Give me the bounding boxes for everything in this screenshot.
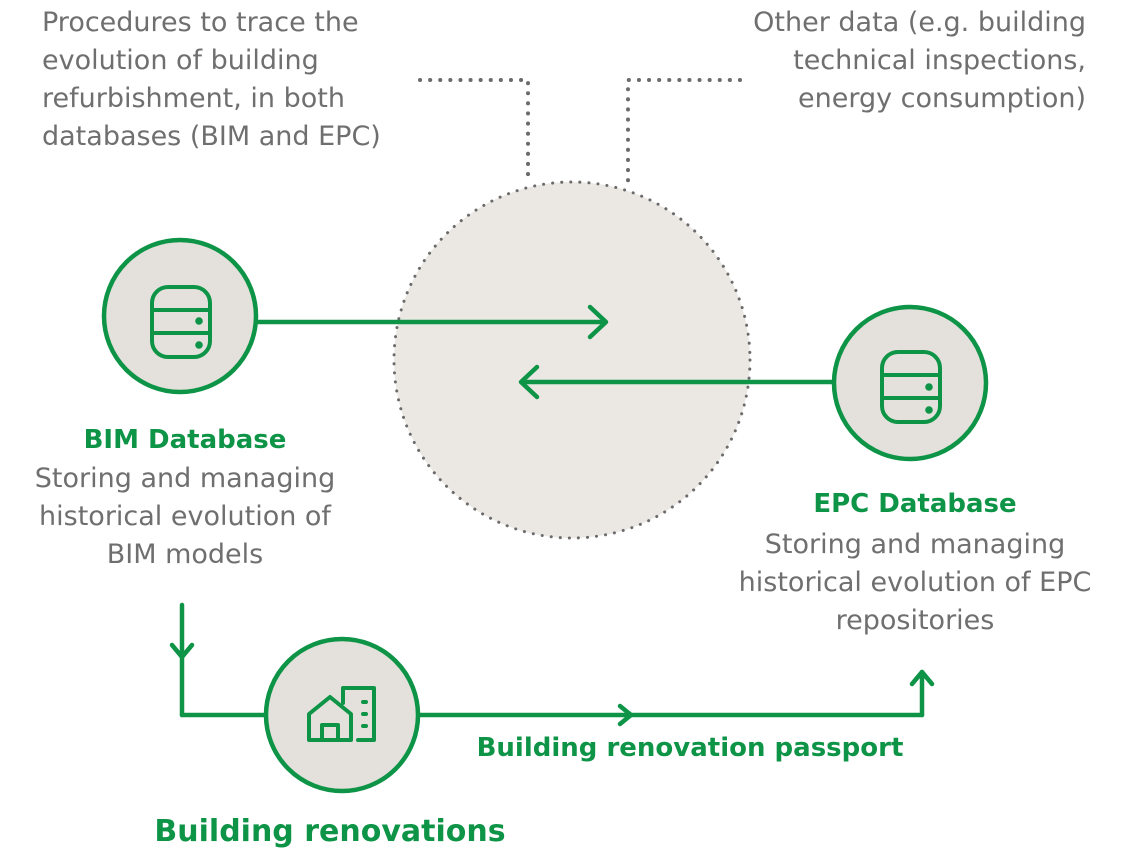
epc-description-line: historical evolution of EPC [738,567,1092,598]
procedures-note-line: refurbishment, in both [42,83,345,114]
other-data-note-line: energy consumption) [797,83,1086,114]
epc-to-hub-arrow [518,364,839,400]
central-hub [392,180,752,540]
renovation-passport-label: Building renovation passport [476,733,904,763]
bim-description-line: Storing and managing [34,463,336,494]
epc-database-description: Storing and managing historical evolutio… [710,526,1120,640]
building-renovations-title: Building renovations [154,814,506,849]
procedures-connector [418,78,530,185]
bim-node [101,237,259,395]
bim-description-line: BIM models [106,539,264,570]
bim-to-renovations-flow [169,602,271,718]
database-icon [880,350,942,424]
passport-flow-arrow [417,669,935,727]
database-icon [150,285,212,359]
procedures-note-line: databases (BIM and EPC) [42,121,381,152]
epc-description-line: repositories [835,605,995,636]
other-data-note: Other data (e.g. building technical insp… [690,4,1086,118]
bim-database-title: BIM Database [83,425,287,455]
bim-to-hub-arrow [255,304,609,340]
procedures-note-line: evolution of building [42,45,319,76]
epc-description-line: Storing and managing [764,529,1066,560]
building-icon [307,686,376,742]
bim-database-description: Storing and managing historical evolutio… [0,460,370,574]
other-data-note-line: Other data (e.g. building [753,7,1086,38]
procedures-note: Procedures to trace the evolution of bui… [42,4,381,156]
bim-description-line: historical evolution of [39,501,331,532]
epc-node [831,304,989,462]
other-data-note-line: technical inspections, [793,45,1086,76]
epc-database-title: EPC Database [813,489,1017,519]
other-data-connector [626,78,742,185]
procedures-note-line: Procedures to trace the [42,7,359,38]
renovations-node [263,636,421,794]
